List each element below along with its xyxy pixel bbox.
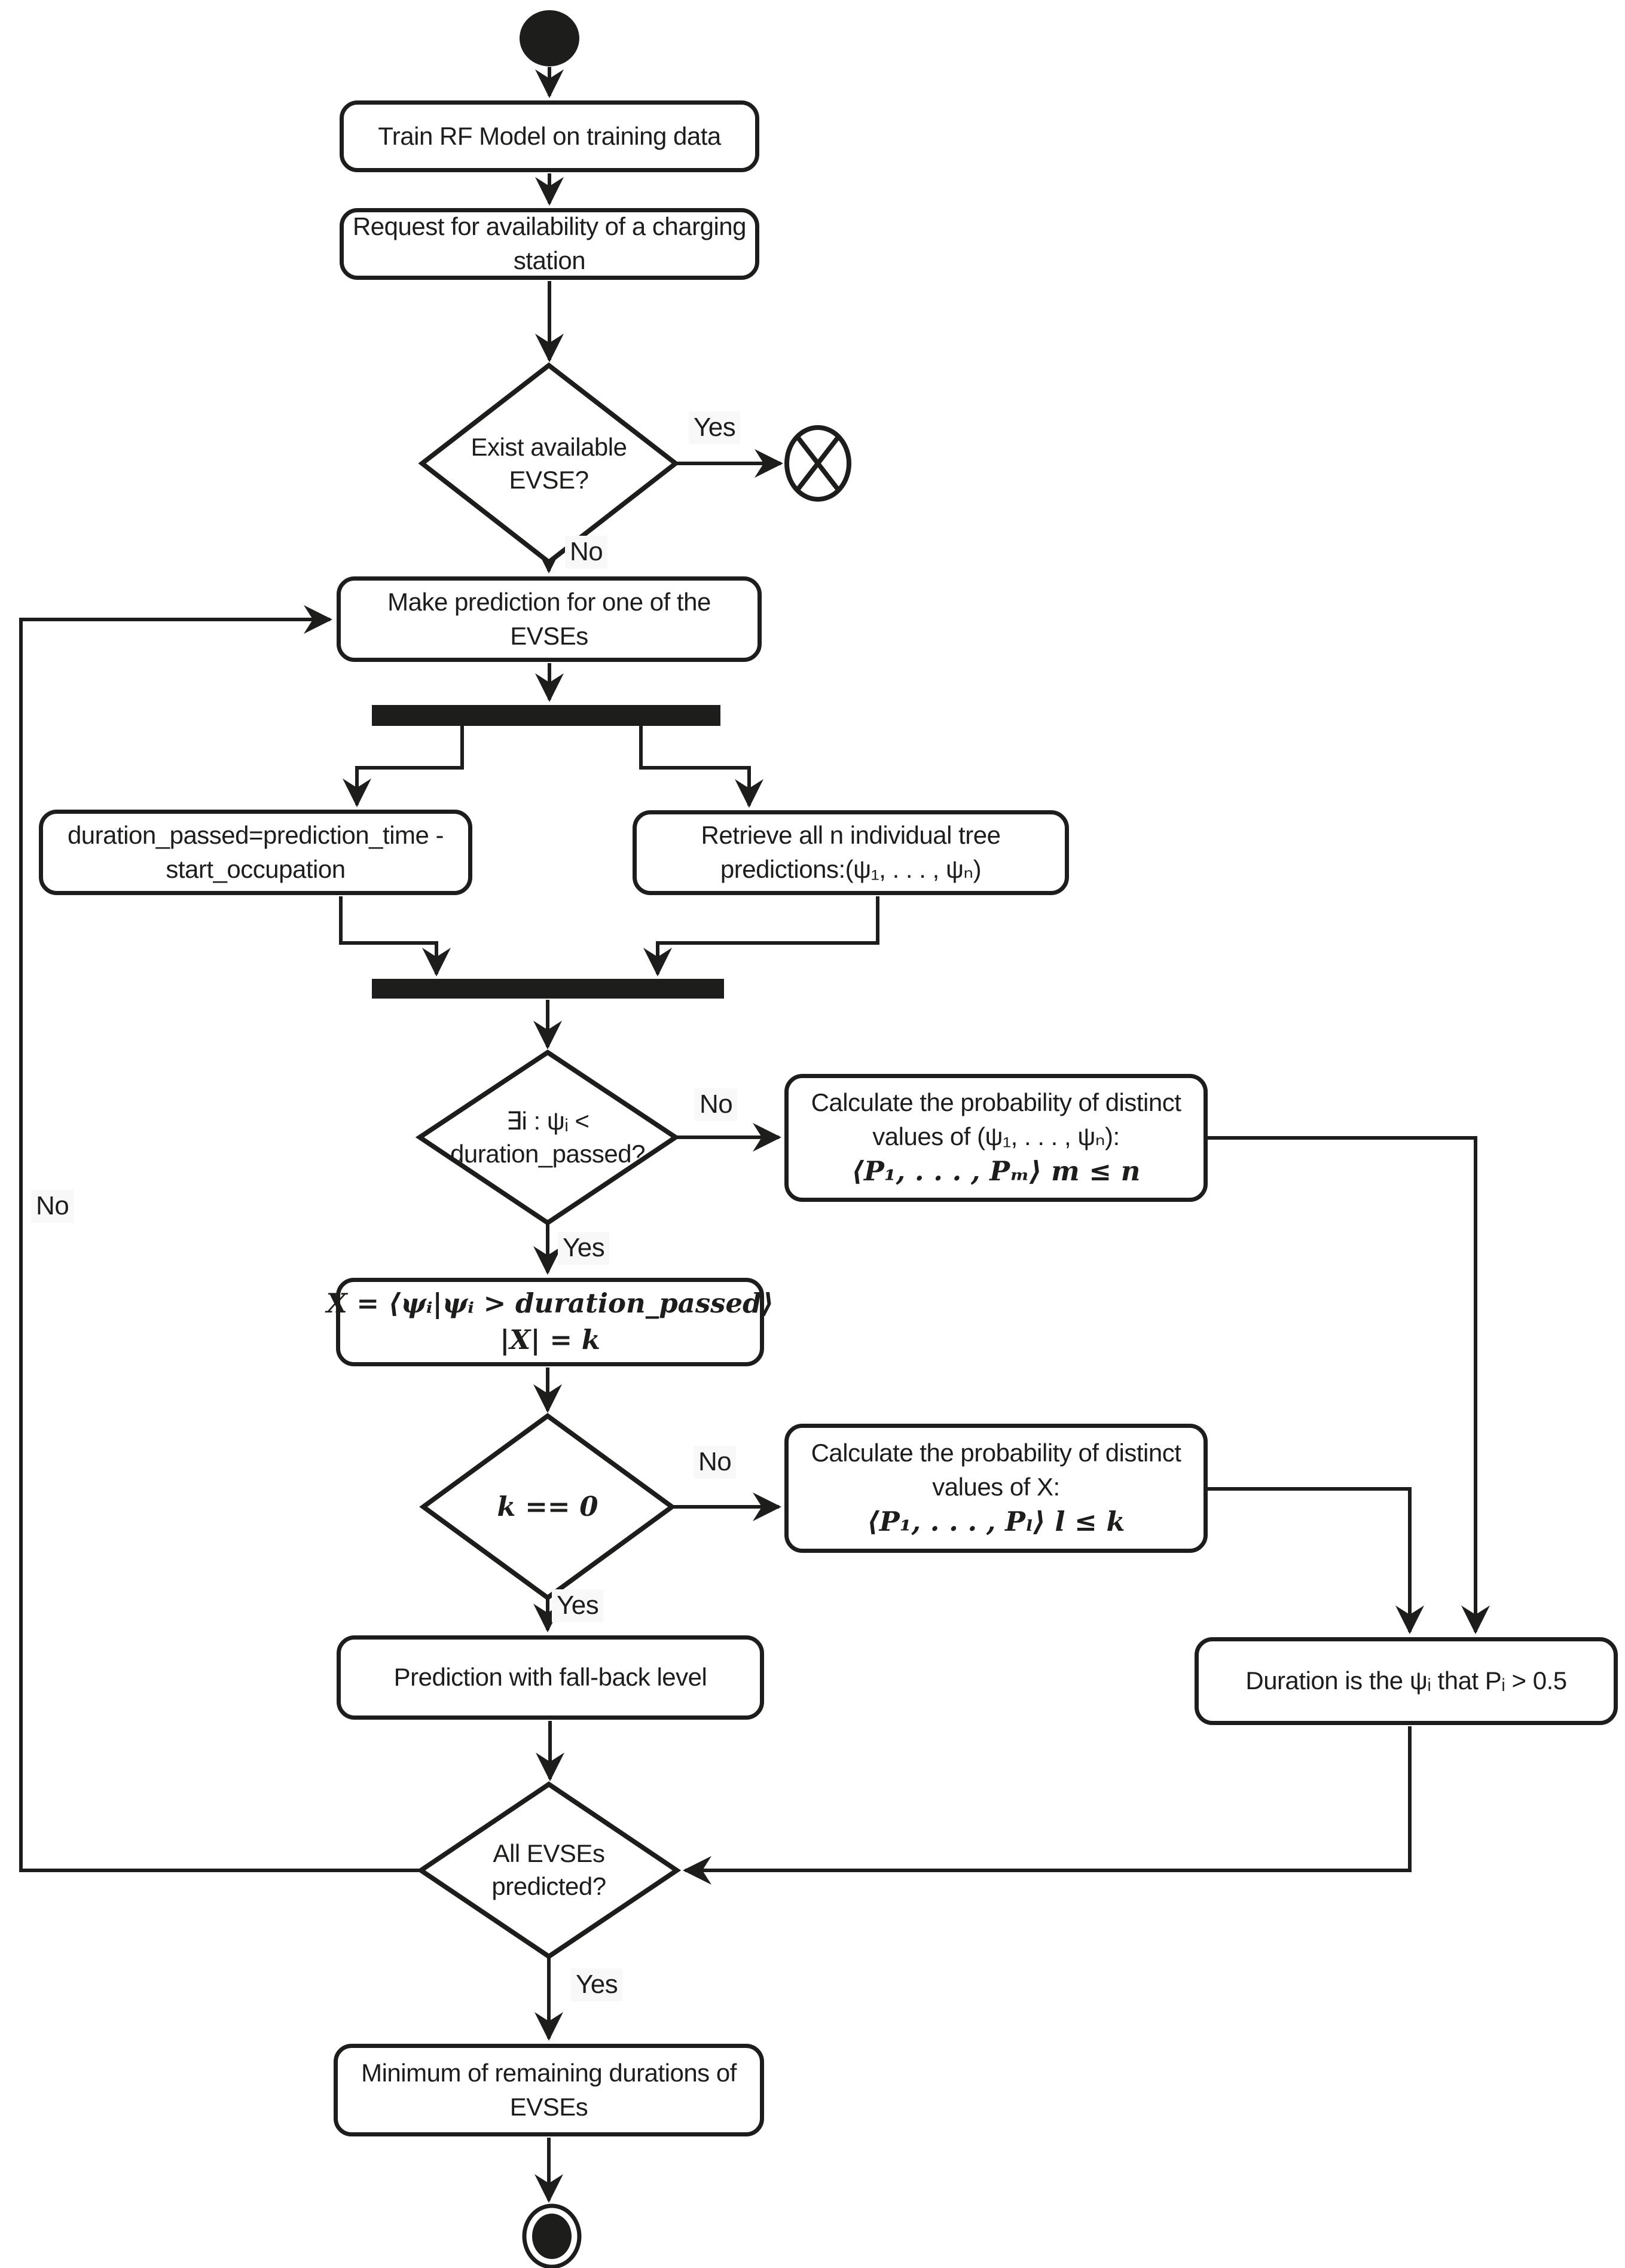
edge-retrieve-join xyxy=(643,896,879,976)
node-x-definition: X = ⟨ψᵢ|ψᵢ > duration_passed⟩ |X| = k xyxy=(326,1278,774,1366)
node-label: Train RF Model on training data xyxy=(378,121,721,150)
node-label: EVSEs xyxy=(509,2092,588,2121)
node-label: Prediction with fall-back level xyxy=(393,1663,707,1692)
node-label: Minimum of remaining durations of xyxy=(361,2058,737,2087)
decision-exist-evse xyxy=(418,362,680,566)
edge-label-all-predicted-no: No xyxy=(31,1190,74,1223)
node-label: duration_passed=prediction_time - xyxy=(67,820,444,849)
edge-label-all-predicted-yes: Yes xyxy=(571,1968,623,2001)
node-label: station xyxy=(513,246,586,274)
node-calc-probability-k: Calculate the probability of distinct va… xyxy=(784,1424,1208,1553)
node-label: EVSEs xyxy=(510,621,588,650)
node-request-availability: Request for availability of a charging s… xyxy=(340,208,759,280)
node-label: Make prediction for one of the xyxy=(387,587,711,616)
node-label: values of X: xyxy=(932,1472,1060,1501)
node-label: Calculate the probability of distinct xyxy=(811,1088,1181,1116)
edge-fork-durationpassed xyxy=(343,726,464,807)
activity-final-node xyxy=(522,2203,582,2268)
edge-label-exists-psi-yes: Yes xyxy=(558,1232,610,1265)
edge-label-k-zero-yes: Yes xyxy=(552,1589,604,1622)
flow-final-node xyxy=(784,425,851,502)
node-label: Calculate the probability of distinct xyxy=(811,1438,1181,1467)
edge-label-exists-psi-no: No xyxy=(695,1088,738,1121)
edge-loop-no-make xyxy=(19,605,421,1872)
node-retrieve-tree-predictions: Retrieve all n individual tree predictio… xyxy=(633,810,1069,895)
node-label: Retrieve all n individual tree xyxy=(701,821,1001,850)
node-duration-passed: duration_passed=prediction_time - start_… xyxy=(39,810,472,895)
edge-durationis-allpredicted xyxy=(683,1726,1412,1885)
node-train-rf-model: Train RF Model on training data xyxy=(340,100,759,172)
edge-label-exist-yes: Yes xyxy=(689,411,741,444)
edge-calcn-durationis xyxy=(1208,1136,1490,1634)
node-label-math: X = ⟨ψᵢ|ψᵢ > duration_passed⟩ xyxy=(326,1287,774,1320)
node-label: start_occupation xyxy=(166,854,346,883)
node-make-prediction: Make prediction for one of the EVSEs xyxy=(337,576,762,662)
edge-label-k-zero-no: No xyxy=(694,1446,737,1479)
join-bar xyxy=(372,979,724,999)
decision-k-zero xyxy=(419,1413,676,1601)
node-label: values of (ψ₁, . . . , ψₙ): xyxy=(872,1122,1120,1150)
node-label-math: ⟨P₁, . . . , Pₗ⟩ l ≤ k xyxy=(867,1506,1125,1538)
decision-all-predicted xyxy=(416,1781,682,1959)
node-label: Duration is the ψᵢ that Pᵢ > 0.5 xyxy=(1245,1666,1567,1695)
edge-durationpassed-join xyxy=(339,896,451,976)
node-label-math: |X| = k xyxy=(500,1324,600,1356)
node-minimum-durations: Minimum of remaining durations of EVSEs xyxy=(334,2044,764,2136)
node-label: predictions:(ψ₁, . . . , ψₙ) xyxy=(720,855,982,883)
fork-bar xyxy=(372,705,720,726)
edge-calck-durationis xyxy=(1208,1487,1424,1634)
node-fallback-prediction: Prediction with fall-back level xyxy=(337,1635,764,1720)
node-label-math: ⟨P₁, . . . , Pₘ⟩ m ≤ n xyxy=(851,1155,1141,1188)
edge-fork-retrieve xyxy=(639,726,763,808)
node-label: Request for availability of a charging xyxy=(352,212,747,241)
initial-node xyxy=(520,10,579,66)
node-duration-is-psi: Duration is the ψᵢ that Pᵢ > 0.5 xyxy=(1195,1637,1618,1725)
decision-exists-psi xyxy=(415,1049,680,1226)
edge-label-exist-no: No xyxy=(565,536,608,569)
node-calc-probability-n: Calculate the probability of distinct va… xyxy=(784,1074,1208,1202)
